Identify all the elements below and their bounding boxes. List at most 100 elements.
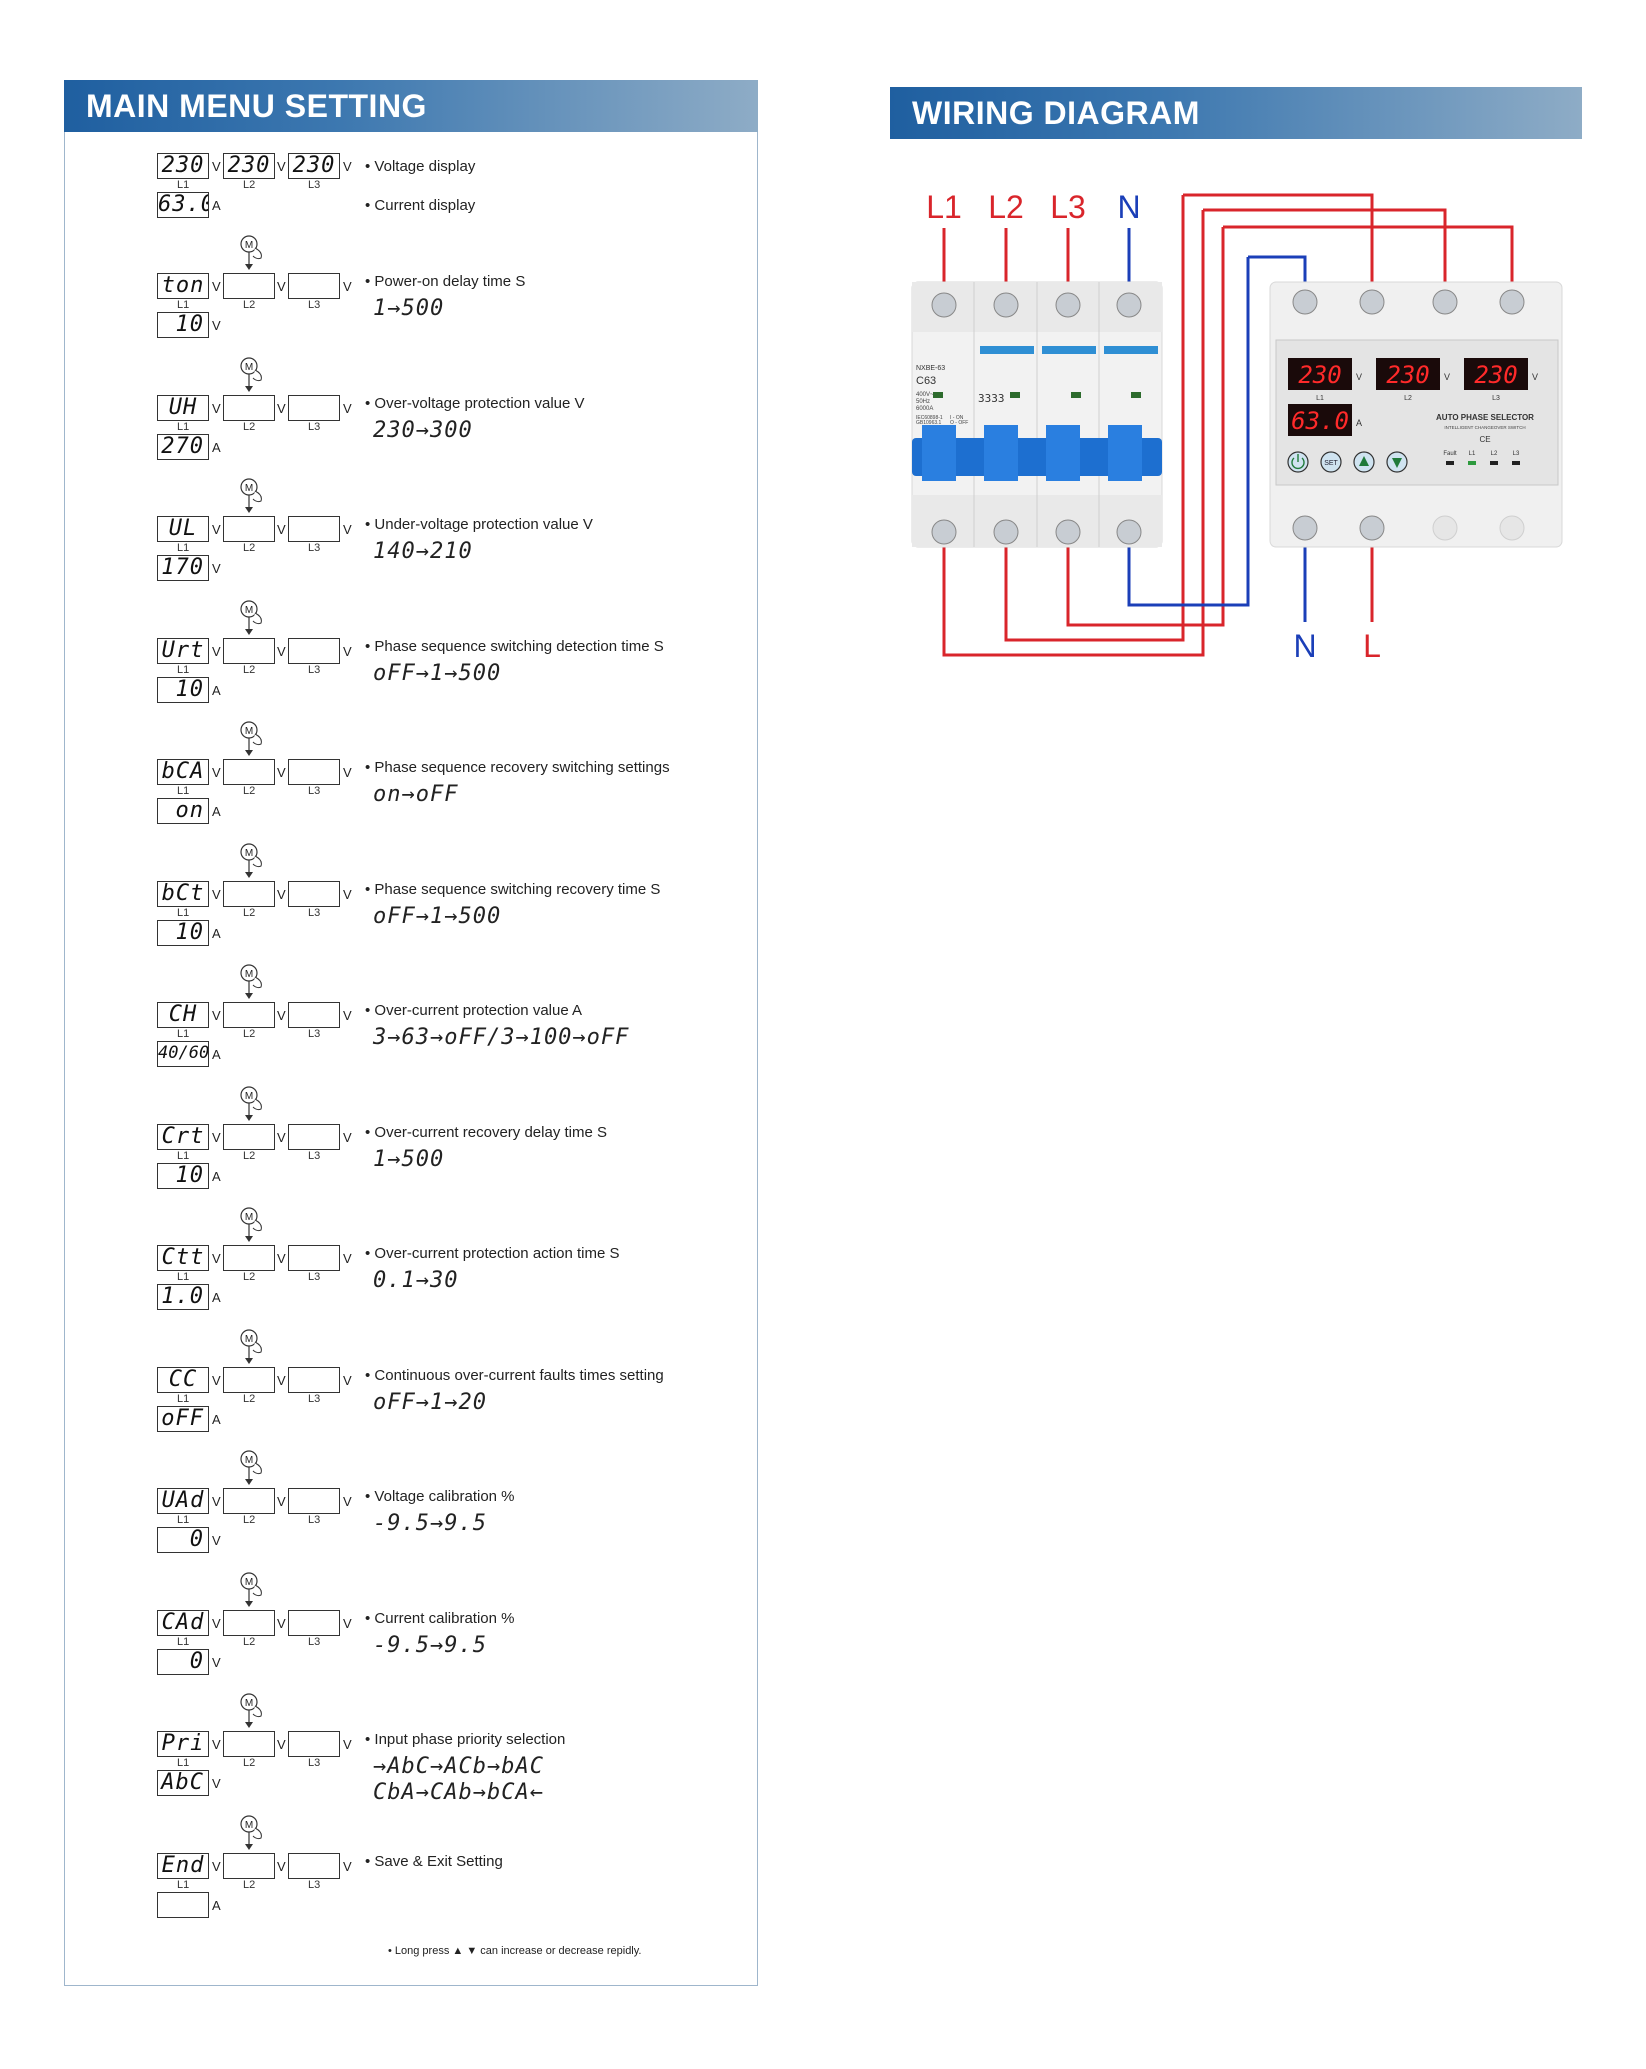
svg-text:M: M bbox=[245, 1334, 253, 1345]
unit-v: V bbox=[212, 1737, 221, 1752]
selector-ce: CE bbox=[1479, 435, 1490, 444]
menu-key-icon: M bbox=[235, 234, 275, 274]
step-range: -9.5→9.5 bbox=[373, 1511, 487, 1536]
unit-value: A bbox=[212, 1412, 221, 1427]
selector-unit-v3: V bbox=[1532, 372, 1538, 382]
unit-v: V bbox=[277, 159, 286, 174]
lcd-value: 40/60 bbox=[157, 1041, 209, 1067]
step-range: oFF→1→500 bbox=[373, 661, 502, 686]
wire-bot-l2 bbox=[1004, 380, 1185, 642]
set-button bbox=[1320, 451, 1342, 473]
step-desc: • Save & Exit Setting bbox=[365, 1853, 503, 1870]
step-range: 230→300 bbox=[373, 418, 473, 443]
label-l2: L2 bbox=[243, 1757, 256, 1769]
selector-unit-v2: V bbox=[1444, 372, 1450, 382]
unit-v: V bbox=[277, 279, 286, 294]
label-l3: L3 bbox=[308, 1150, 321, 1162]
label-l2: L2 bbox=[243, 1028, 256, 1040]
step-range: oFF→1→20 bbox=[373, 1390, 487, 1415]
step-desc: • Input phase priority selection bbox=[365, 1731, 566, 1748]
unit-v: V bbox=[343, 1251, 352, 1266]
unit-v: V bbox=[212, 1130, 221, 1145]
step-range: oFF→1→500 bbox=[373, 904, 502, 929]
led-l2-label: L2 bbox=[1491, 451, 1498, 457]
unit-value: A bbox=[212, 804, 221, 819]
menu-key-icon: M bbox=[235, 1692, 275, 1732]
label-l2: L2 bbox=[243, 1636, 256, 1648]
label-l1: L1 bbox=[177, 785, 190, 797]
label-l3: L3 bbox=[308, 1757, 321, 1769]
lcd-blank-l3 bbox=[288, 1124, 340, 1150]
lcd-value: on bbox=[157, 798, 209, 824]
unit-value: A bbox=[212, 1047, 221, 1062]
label-l3: L3 bbox=[308, 1393, 321, 1405]
label-l1: L1 bbox=[177, 421, 190, 433]
unit-value: A bbox=[212, 683, 221, 698]
wiring-diagram: L1 L2 L3 N N L NXBE-63 C63 400V~ 50Hz 60… bbox=[911, 189, 1563, 664]
unit-v: V bbox=[212, 765, 221, 780]
unit-v: V bbox=[212, 279, 221, 294]
up-arrow-icon bbox=[1359, 456, 1369, 466]
unit-value: V bbox=[212, 318, 221, 333]
label-out-n: N bbox=[1293, 628, 1316, 664]
label-l2: L2 bbox=[243, 1393, 256, 1405]
wire-bot-n bbox=[1127, 535, 1250, 607]
unit-v: V bbox=[343, 401, 352, 416]
step-desc: • Phase sequence switching detection tim… bbox=[365, 638, 664, 655]
label-l1: L1 bbox=[177, 1879, 190, 1891]
lcd-code: Ctt bbox=[157, 1245, 209, 1271]
menu-key-icon: M bbox=[235, 963, 275, 1003]
step-range: 1→500 bbox=[373, 296, 445, 321]
lcd-value: 10 bbox=[157, 312, 209, 338]
selector-label-l3: L3 bbox=[1492, 395, 1500, 402]
step-desc: • Voltage calibration % bbox=[365, 1488, 515, 1505]
unit-value: A bbox=[212, 1169, 221, 1184]
unit-v: V bbox=[212, 644, 221, 659]
wire-top-n-out bbox=[1248, 255, 1307, 292]
menu-key-icon: M bbox=[235, 1449, 275, 1489]
lcd-blank-l3 bbox=[288, 881, 340, 907]
power-icon bbox=[1291, 457, 1305, 470]
unit-v: V bbox=[343, 644, 352, 659]
led-l3-label: L3 bbox=[1513, 451, 1520, 457]
unit-v: V bbox=[212, 887, 221, 902]
step-range: 1→500 bbox=[373, 1147, 445, 1172]
unit-v: V bbox=[343, 1494, 352, 1509]
label-l3: L3 bbox=[308, 1271, 321, 1283]
step-range: -9.5→9.5 bbox=[373, 1633, 487, 1658]
svg-text:M: M bbox=[245, 240, 253, 251]
lcd-code: UAd bbox=[157, 1488, 209, 1514]
label-l2: L2 bbox=[243, 1514, 256, 1526]
lcd-blank-l3 bbox=[288, 1245, 340, 1271]
lcd-code: CH bbox=[157, 1002, 209, 1028]
lcd-value: 0 bbox=[157, 1649, 209, 1675]
label-l2: L2 bbox=[243, 179, 256, 191]
unit-value: V bbox=[212, 1533, 221, 1548]
lcd-value: 170 bbox=[157, 555, 209, 581]
step-desc: • Phase sequence switching recovery time… bbox=[365, 881, 661, 898]
svg-text:M: M bbox=[245, 848, 253, 859]
lcd-code: CC bbox=[157, 1367, 209, 1393]
label-l3: L3 bbox=[308, 664, 321, 676]
svg-text:M: M bbox=[245, 1820, 253, 1831]
lcd-blank-l2 bbox=[223, 1488, 275, 1514]
label-l3: L3 bbox=[308, 1514, 321, 1526]
unit-v: V bbox=[212, 1859, 221, 1874]
label-l1: L1 bbox=[177, 664, 190, 676]
step-range-2: CbA→CAb→bCA← bbox=[373, 1780, 544, 1805]
lcd-voltage-l1: 230 bbox=[157, 153, 209, 179]
lcd-blank-l2 bbox=[223, 395, 275, 421]
label-l1: L1 bbox=[177, 1757, 190, 1769]
lcd-blank-l2 bbox=[223, 638, 275, 664]
lcd-blank-l3 bbox=[288, 516, 340, 542]
led-fault-label: Fault bbox=[1443, 451, 1457, 457]
lcd-blank-l3 bbox=[288, 1488, 340, 1514]
label-l2: L2 bbox=[243, 299, 256, 311]
unit-v: V bbox=[277, 401, 286, 416]
label-l3: L3 bbox=[308, 299, 321, 311]
